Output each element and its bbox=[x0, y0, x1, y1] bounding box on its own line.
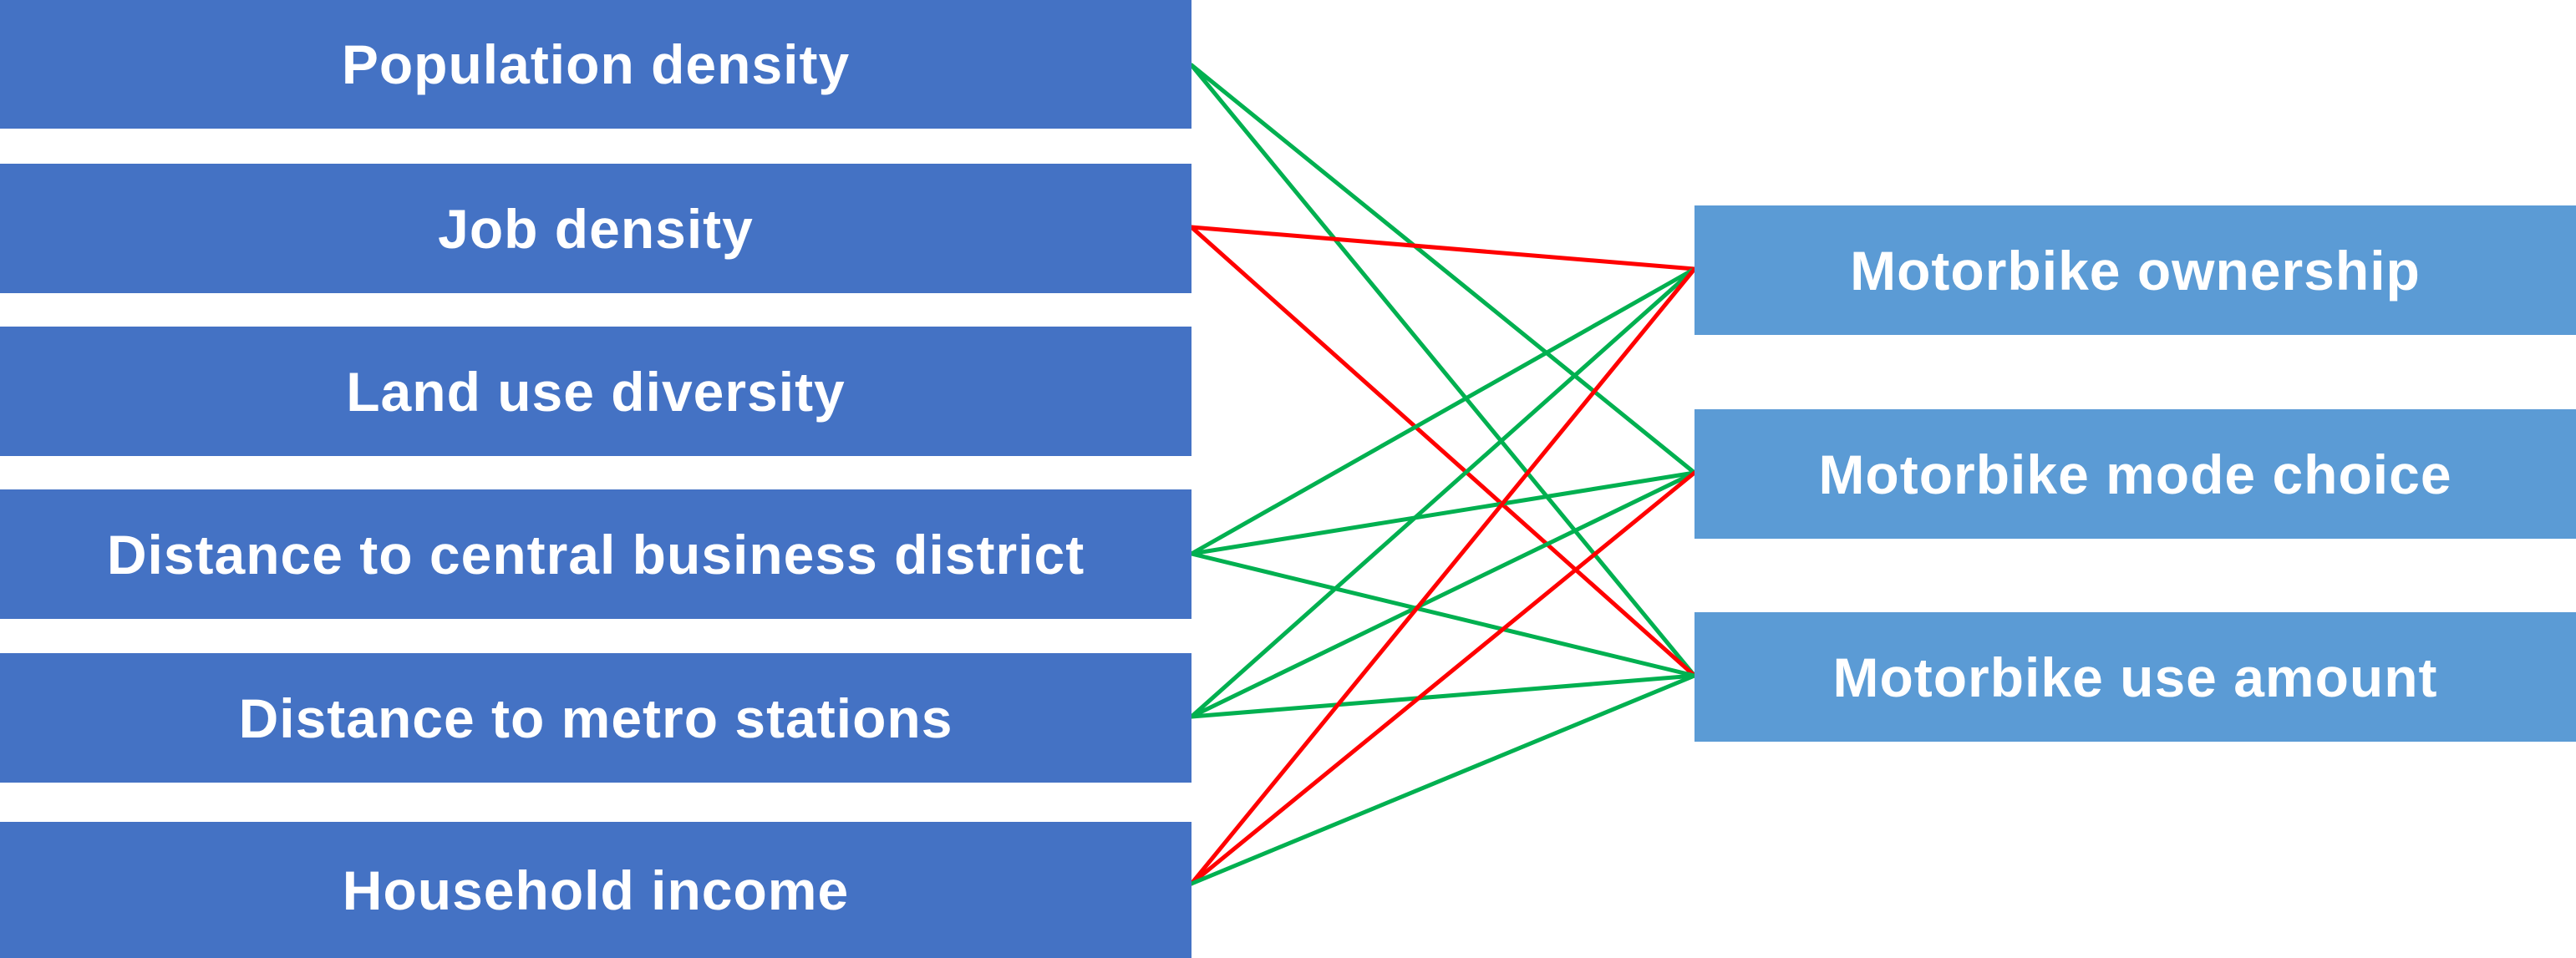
factor-label: Population density bbox=[341, 33, 851, 95]
link-household-income-to-motorbike-ownership bbox=[1189, 266, 1697, 886]
link-distance-cbd-to-motorbike-ownership bbox=[1189, 266, 1697, 556]
factor-box-distance-cbd: Distance to central business district bbox=[0, 489, 1191, 619]
factor-box-population-density: Population density bbox=[0, 0, 1191, 129]
factor-label: Distance to metro stations bbox=[238, 687, 953, 749]
factor-box-land-use-diversity: Land use diversity bbox=[0, 327, 1191, 456]
link-job-density-to-motorbike-use-amount bbox=[1189, 225, 1697, 678]
factor-box-household-income: Household income bbox=[0, 822, 1191, 958]
link-distance-metro-to-motorbike-mode-choice bbox=[1189, 470, 1697, 719]
factor-box-job-density: Job density bbox=[0, 164, 1191, 293]
link-population-density-to-motorbike-mode-choice bbox=[1189, 63, 1697, 475]
outcome-label: Motorbike use amount bbox=[1832, 646, 2438, 708]
factor-label: Land use diversity bbox=[346, 360, 846, 423]
factor-label: Job density bbox=[438, 197, 754, 260]
outcome-box-motorbike-ownership: Motorbike ownership bbox=[1694, 205, 2576, 335]
link-distance-cbd-to-motorbike-use-amount bbox=[1189, 551, 1697, 678]
link-distance-cbd-to-motorbike-mode-choice bbox=[1189, 470, 1697, 556]
factor-label: Distance to central business district bbox=[106, 523, 1085, 585]
link-population-density-to-motorbike-use-amount bbox=[1189, 63, 1697, 678]
factor-label: Household income bbox=[342, 859, 850, 921]
outcome-label: Motorbike mode choice bbox=[1818, 443, 2452, 505]
factor-box-distance-metro: Distance to metro stations bbox=[0, 653, 1191, 783]
link-household-income-to-motorbike-use-amount bbox=[1189, 673, 1697, 886]
link-distance-metro-to-motorbike-ownership bbox=[1189, 266, 1697, 719]
link-distance-metro-to-motorbike-use-amount bbox=[1189, 673, 1697, 719]
link-household-income-to-motorbike-mode-choice bbox=[1189, 470, 1697, 886]
outcome-box-motorbike-use-amount: Motorbike use amount bbox=[1694, 612, 2576, 742]
outcome-box-motorbike-mode-choice: Motorbike mode choice bbox=[1694, 409, 2576, 539]
link-job-density-to-motorbike-ownership bbox=[1189, 225, 1697, 271]
outcome-label: Motorbike ownership bbox=[1850, 239, 2421, 302]
